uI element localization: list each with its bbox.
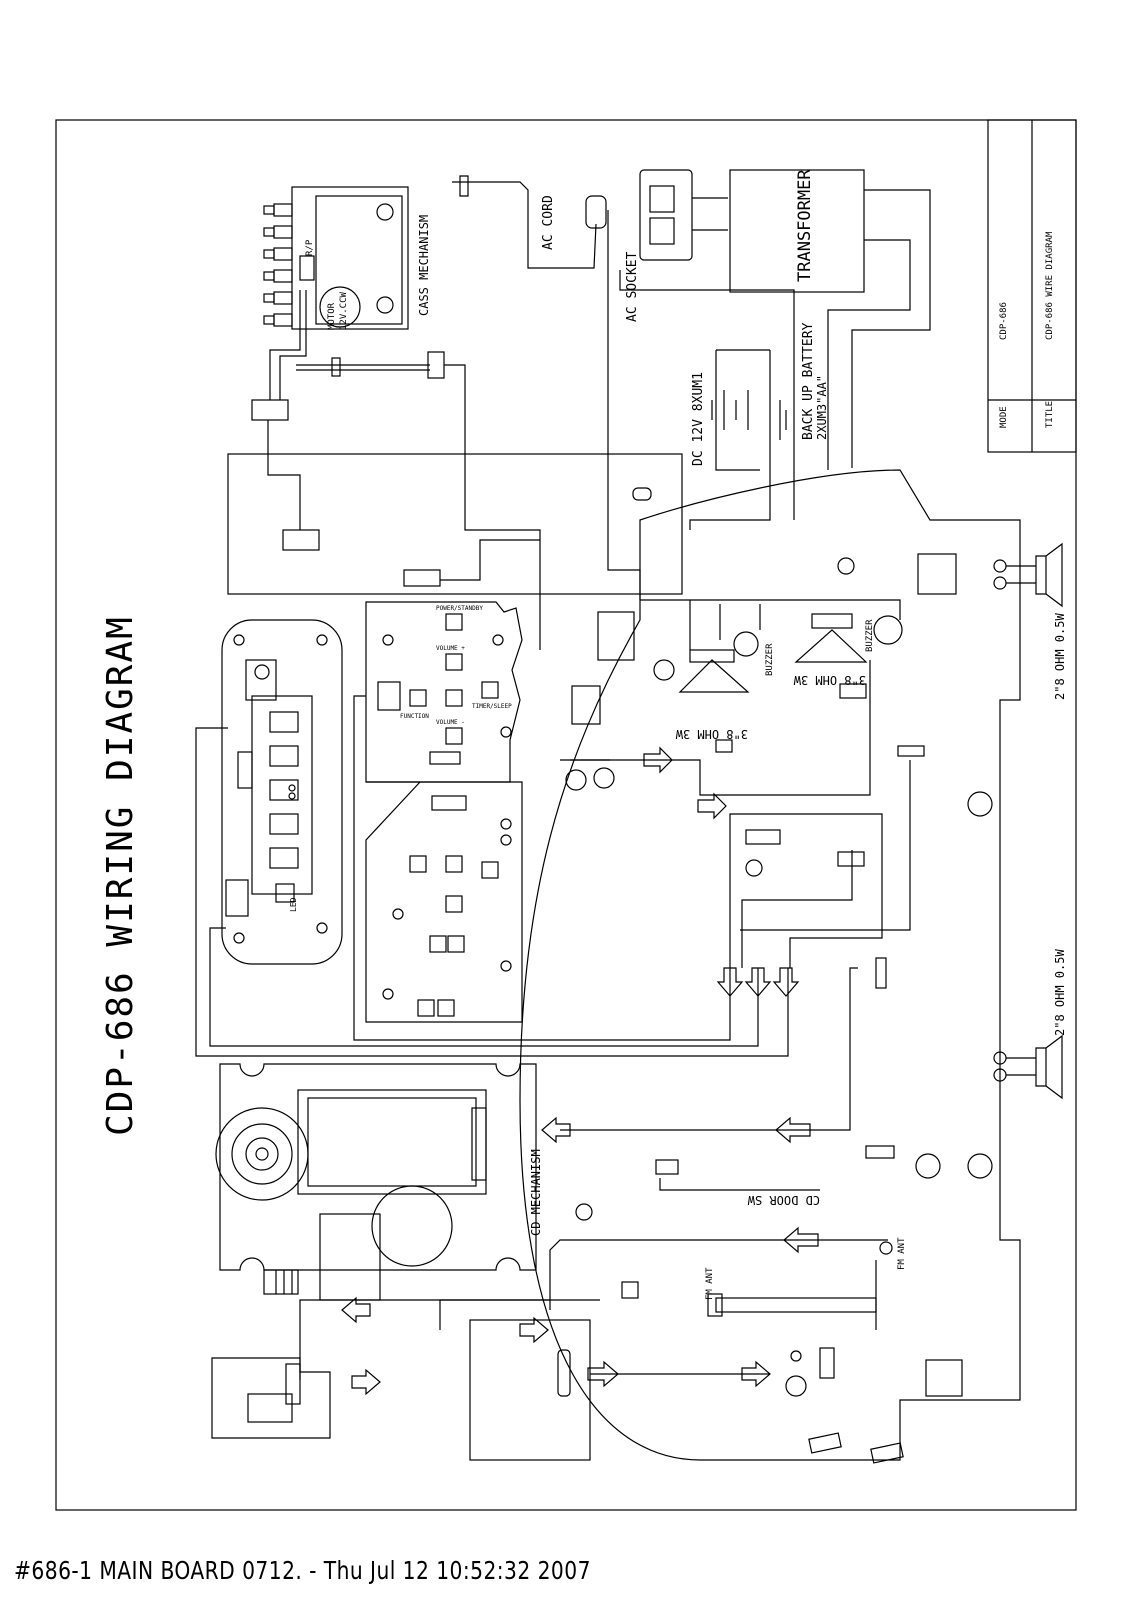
key-volume-minus: VOLUME - xyxy=(436,719,465,726)
rp-label: R/P xyxy=(305,239,315,256)
fm-antenna xyxy=(707,1241,893,1330)
key-board-upper xyxy=(365,601,523,783)
cd-door-sw-label: CD DOOR SW xyxy=(747,1193,820,1207)
speaker-3w-a-label: 3"8 OHM 3W xyxy=(675,727,748,741)
key-power-standby: POWER/STANDBY xyxy=(436,605,483,612)
diagram-title: CDP-686 WIRING DIAGRAM xyxy=(100,615,141,1136)
rp-board xyxy=(227,453,683,595)
backup-battery-spec: 2XUM3"AA" xyxy=(815,375,829,440)
transformer-body xyxy=(729,169,865,293)
speaker-3w-b-label: 3"8 OHM 3W xyxy=(793,673,866,687)
signal-arrows xyxy=(341,746,819,1396)
fm-ant-label-b: FM ANT xyxy=(705,1267,715,1300)
ac-cord-label: AC CORD xyxy=(541,195,556,250)
speaker-right-bottom-label: 2"8 OHM 0.5W xyxy=(1053,949,1067,1036)
title-block-mode-value: CDP-686 xyxy=(999,302,1009,340)
dc-battery-label: DC 12V 8XUM1 xyxy=(691,372,706,466)
buzzer-a-label: BUZZER xyxy=(765,643,775,676)
key-board-lower xyxy=(365,781,523,1023)
motor-spec-label: 12V.CCW xyxy=(339,291,349,330)
backup-battery-label: BACK UP BATTERY xyxy=(801,322,816,440)
display-board xyxy=(221,619,343,965)
cassette-mechanism xyxy=(263,186,409,330)
usb-board xyxy=(211,1357,331,1439)
speaker-right-bottom xyxy=(993,1034,1063,1100)
jack-board xyxy=(597,611,635,661)
key-timer-sleep: TIMER/SLEEP xyxy=(472,703,512,710)
fm-ant-label-a: FM ANT xyxy=(897,1237,907,1270)
footer-text: #686-1 MAIN BOARD 0712. - Thu Jul 12 10:… xyxy=(14,1556,591,1585)
transformer-label: TRANSFORMER xyxy=(795,169,815,282)
title-block-title-value: CDP-686 WIRE DIAGRAM xyxy=(1045,231,1055,340)
led-label: LED xyxy=(289,897,298,912)
motor-label: MOTOR xyxy=(327,302,337,330)
key-volume-plus: VOLUME + xyxy=(436,645,465,652)
key-function: FUNCTION xyxy=(400,713,429,720)
cd-mechanism xyxy=(215,1063,537,1301)
cd-board xyxy=(469,1319,591,1461)
drawing-frame xyxy=(55,119,1077,1511)
speaker-right-top xyxy=(917,542,1063,608)
speaker-3w-a xyxy=(653,631,759,693)
title-block-title-label: TITLE xyxy=(1045,401,1055,428)
cass-mechanism-label: CASS MECHANISM xyxy=(417,215,431,316)
cd-mechanism-label: CD MECHANISM xyxy=(529,1149,543,1236)
ac-socket-body xyxy=(639,169,693,261)
title-block-mode-label: MODE xyxy=(999,406,1009,428)
buzzer-b-label: BUZZER xyxy=(865,619,875,652)
speaker-right-top-label: 2"8 OHM 0.5W xyxy=(1053,613,1067,700)
ac-socket-label: AC SOCKET xyxy=(625,251,640,322)
speaker-3w-b xyxy=(794,613,903,663)
